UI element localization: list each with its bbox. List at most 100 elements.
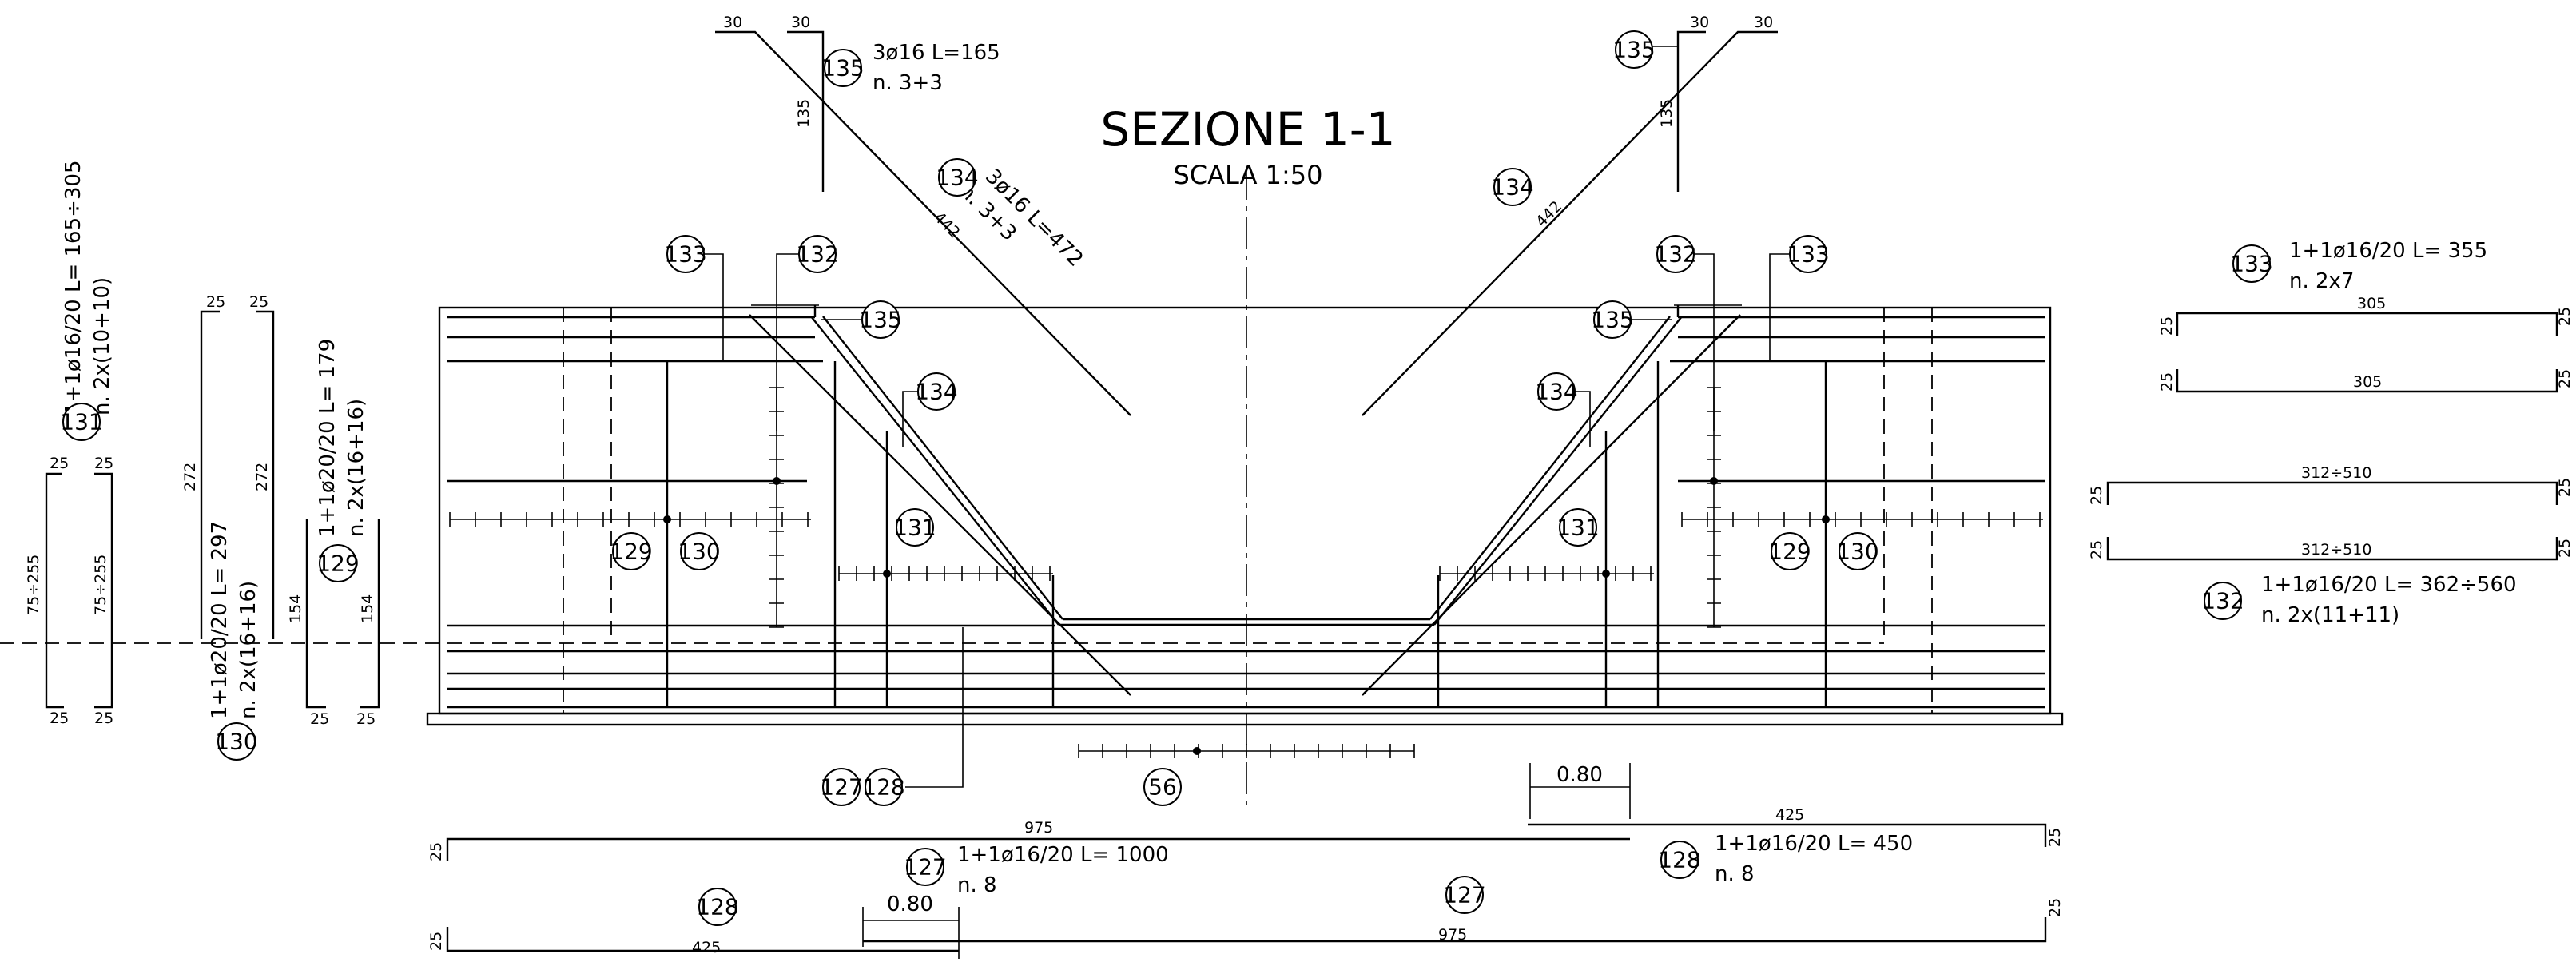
mark-132L: 132 xyxy=(796,235,839,273)
mark-130R-label: 130 xyxy=(1836,539,1878,565)
mark-130R-circle xyxy=(1839,532,1877,570)
bubble-130: 130 xyxy=(215,722,258,761)
svg-text:25: 25 xyxy=(356,710,376,728)
mark-135Li: 135 xyxy=(859,300,902,339)
svg-text:25: 25 xyxy=(206,293,225,311)
mark-135R-circle xyxy=(1615,30,1653,69)
svg-text:154: 154 xyxy=(359,594,376,623)
leader-lines xyxy=(703,46,1792,788)
bubble-127-small: 127 xyxy=(1443,876,1486,914)
mark-133R-circle xyxy=(1789,235,1827,273)
mark-130L: 130 xyxy=(678,532,721,570)
mark-128c: 128 xyxy=(862,768,905,806)
svg-text:25: 25 xyxy=(310,710,329,728)
svg-text:0.80: 0.80 xyxy=(887,892,933,916)
bubble-128-small: 128 xyxy=(696,888,739,926)
mark-128c-label: 128 xyxy=(862,774,904,801)
mark-132R: 132 xyxy=(1654,235,1697,273)
mark-130L-label: 130 xyxy=(678,539,720,565)
mark-131Ri: 131 xyxy=(1556,508,1600,547)
mark-133R-label: 133 xyxy=(1787,241,1829,268)
mark-132R-circle xyxy=(1656,235,1695,273)
svg-text:135: 135 xyxy=(795,99,813,128)
section-title: SEZIONE 1-1 xyxy=(1100,102,1395,157)
bar129-note: 1+1ø20/20 L= 179 n. 2x(16+16) xyxy=(316,339,368,537)
bar133-count: n. 2x7 xyxy=(2289,269,2354,293)
svg-text:305: 305 xyxy=(2353,373,2382,391)
mark-131Li: 131 xyxy=(893,508,936,547)
bar135-count: n. 3+3 xyxy=(873,71,943,95)
bubble-132-circle xyxy=(2204,582,2242,620)
bar127-count: n. 8 xyxy=(957,873,997,897)
svg-text:25: 25 xyxy=(2158,316,2176,336)
svg-text:n. 2x(10+10): n. 2x(10+10) xyxy=(90,277,114,415)
mark-133L-label: 133 xyxy=(664,241,706,268)
mark-135Ri-circle xyxy=(1593,300,1632,339)
mark-129R-label: 129 xyxy=(1768,539,1811,565)
svg-text:975: 975 xyxy=(1024,819,1053,837)
bar130-note: 1+1ø20/20 L= 297 n. 2x(16+16) xyxy=(208,521,260,719)
base-slab xyxy=(426,712,2064,726)
bubble-128-small-circle xyxy=(698,888,737,926)
slope-left-outer xyxy=(749,314,1131,696)
bubble-128-small-label: 128 xyxy=(696,894,738,920)
svg-text:272: 272 xyxy=(181,463,199,491)
svg-text:n. 2x(16+16): n. 2x(16+16) xyxy=(344,399,368,537)
dist-line-right-h xyxy=(1681,512,2043,527)
bubble-131: 131 xyxy=(60,403,103,441)
svg-text:1+1ø16/20 L= 165÷305: 1+1ø16/20 L= 165÷305 xyxy=(62,160,85,415)
mark-131Li-label: 131 xyxy=(893,515,936,541)
bubble-128-circle xyxy=(1660,841,1699,879)
dist-line-left-h xyxy=(449,512,811,527)
bar-128-shape: 425 425 25 25 xyxy=(427,806,2064,956)
bubble-129-circle xyxy=(319,544,357,582)
dist-line-right-small xyxy=(1439,566,1654,581)
mark-129R-circle xyxy=(1771,532,1809,570)
slope-left-inner-2 xyxy=(810,316,1059,626)
bar-131-shape: 25 25 75÷255 75÷255 25 25 xyxy=(25,455,113,727)
svg-text:425: 425 xyxy=(692,939,721,956)
svg-text:1+1ø20/20 L= 297: 1+1ø20/20 L= 297 xyxy=(208,521,232,719)
mark-130R: 130 xyxy=(1836,532,1879,570)
slope-right-inner-2 xyxy=(1433,316,1683,626)
bubble-129: 129 xyxy=(316,544,360,582)
mark-132R-label: 132 xyxy=(1654,241,1696,268)
svg-text:272: 272 xyxy=(253,463,271,491)
mark-134R-circle xyxy=(1493,168,1532,206)
mark-135R: 135 xyxy=(1612,30,1656,69)
dim-080-right: 0.80 xyxy=(1529,763,1631,819)
svg-text:135: 135 xyxy=(1658,99,1676,128)
mark-56-circle xyxy=(1143,768,1182,806)
bar131-note: 1+1ø16/20 L= 165÷305 n. 2x(10+10) xyxy=(62,160,114,415)
dist-line-left-small xyxy=(838,566,1053,581)
bubble-132: 132 xyxy=(2201,582,2244,620)
mark-134Ri-circle xyxy=(1537,372,1576,411)
section-outline xyxy=(438,306,2052,715)
dist-line-bottom xyxy=(1078,744,1415,758)
svg-text:425: 425 xyxy=(1775,806,1804,824)
dim-080-left: 0.80 xyxy=(862,892,960,959)
bar-132-shape: 312÷510 312÷510 25 25 25 25 xyxy=(2088,464,2574,561)
svg-text:30: 30 xyxy=(791,14,810,31)
svg-text:442: 442 xyxy=(930,209,963,241)
mark-131Ri-label: 131 xyxy=(1556,515,1599,541)
mark-135Li-circle xyxy=(861,300,900,339)
svg-text:312÷510: 312÷510 xyxy=(2301,464,2371,482)
svg-text:1+1ø20/20 L= 179: 1+1ø20/20 L= 179 xyxy=(316,339,340,537)
bubble-127-small-circle xyxy=(1445,876,1484,914)
mark-134L: 134 xyxy=(936,158,979,197)
svg-text:305: 305 xyxy=(2357,295,2386,312)
svg-text:25: 25 xyxy=(50,455,69,472)
mark-134L-label: 134 xyxy=(936,165,978,191)
svg-text:30: 30 xyxy=(723,14,742,31)
svg-text:25: 25 xyxy=(2088,540,2105,559)
mark-134Ri-label: 134 xyxy=(1535,379,1577,405)
mark-135Li-label: 135 xyxy=(859,307,901,333)
mark-129L: 129 xyxy=(610,532,653,570)
svg-text:25: 25 xyxy=(249,293,268,311)
mark-129L-circle xyxy=(612,532,650,570)
bubble-127-label: 127 xyxy=(904,854,946,881)
mark-127c: 127 xyxy=(820,768,863,806)
